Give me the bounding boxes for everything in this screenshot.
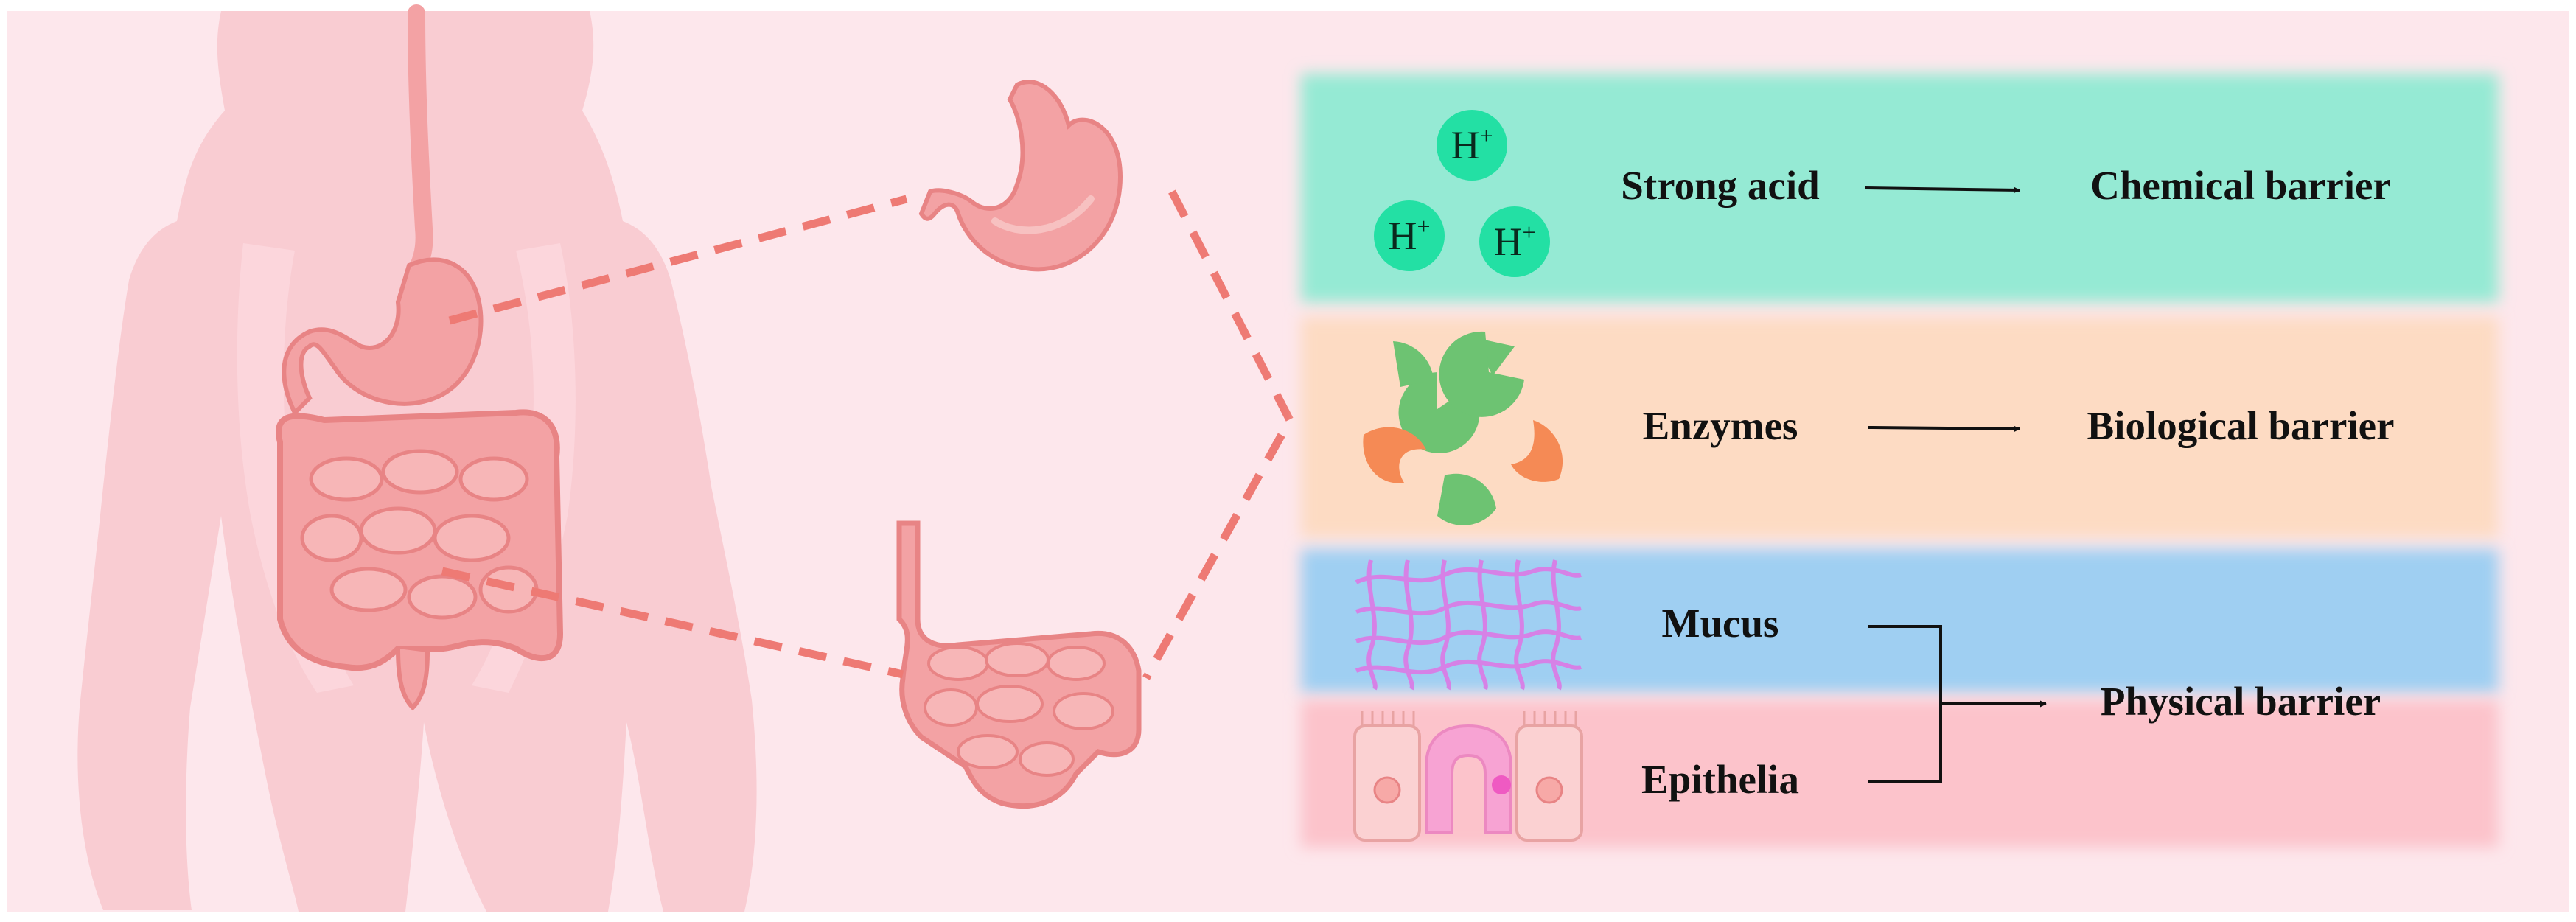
stomach-in-body <box>282 257 484 417</box>
tight-junction-channel <box>1425 724 1512 834</box>
enzyme-green <box>1398 372 1480 453</box>
epithelial-cells-icon <box>1353 711 1583 842</box>
zoom-connectors <box>441 189 1295 680</box>
stomach-zoom <box>918 80 1123 272</box>
enzyme-orange <box>1511 420 1563 482</box>
svg-text:H+: H+ <box>1451 122 1493 167</box>
rectum-in-body <box>396 648 430 711</box>
barrier-biological: Biological barrier <box>2087 403 2395 448</box>
proton-ions-icon: H+ H+ H+ <box>1374 110 1550 277</box>
enzyme-green <box>1393 341 1434 387</box>
mucus-mesh-icon <box>1355 559 1582 691</box>
small-intestine-in-body <box>300 449 539 620</box>
label-epithelia: Epithelia <box>1641 757 1799 802</box>
proton-ion: H+ <box>1437 110 1507 181</box>
arrows <box>1864 186 2047 783</box>
barrier-physical: Physical barrier <box>2101 679 2381 724</box>
enzyme-green <box>1439 331 1524 417</box>
svg-text:H+: H+ <box>1493 219 1535 264</box>
intestine-zoom <box>896 520 1142 809</box>
proton-ion: H+ <box>1479 206 1550 277</box>
proton-ion: H+ <box>1374 200 1445 271</box>
label-mucus: Mucus <box>1662 601 1779 646</box>
label-strong-acid: Strong acid <box>1621 163 1819 208</box>
enzyme-green <box>1437 473 1496 525</box>
enzyme-orange <box>1363 427 1426 483</box>
enzymes-icon <box>1363 331 1563 525</box>
barrier-chemical: Chemical barrier <box>2090 163 2391 208</box>
arrow-chemical <box>1864 186 2020 194</box>
svg-text:H+: H+ <box>1388 213 1430 258</box>
label-enzymes: Enzymes <box>1643 403 1798 448</box>
arrow-biological <box>1868 425 2020 433</box>
esophagus <box>404 4 433 285</box>
